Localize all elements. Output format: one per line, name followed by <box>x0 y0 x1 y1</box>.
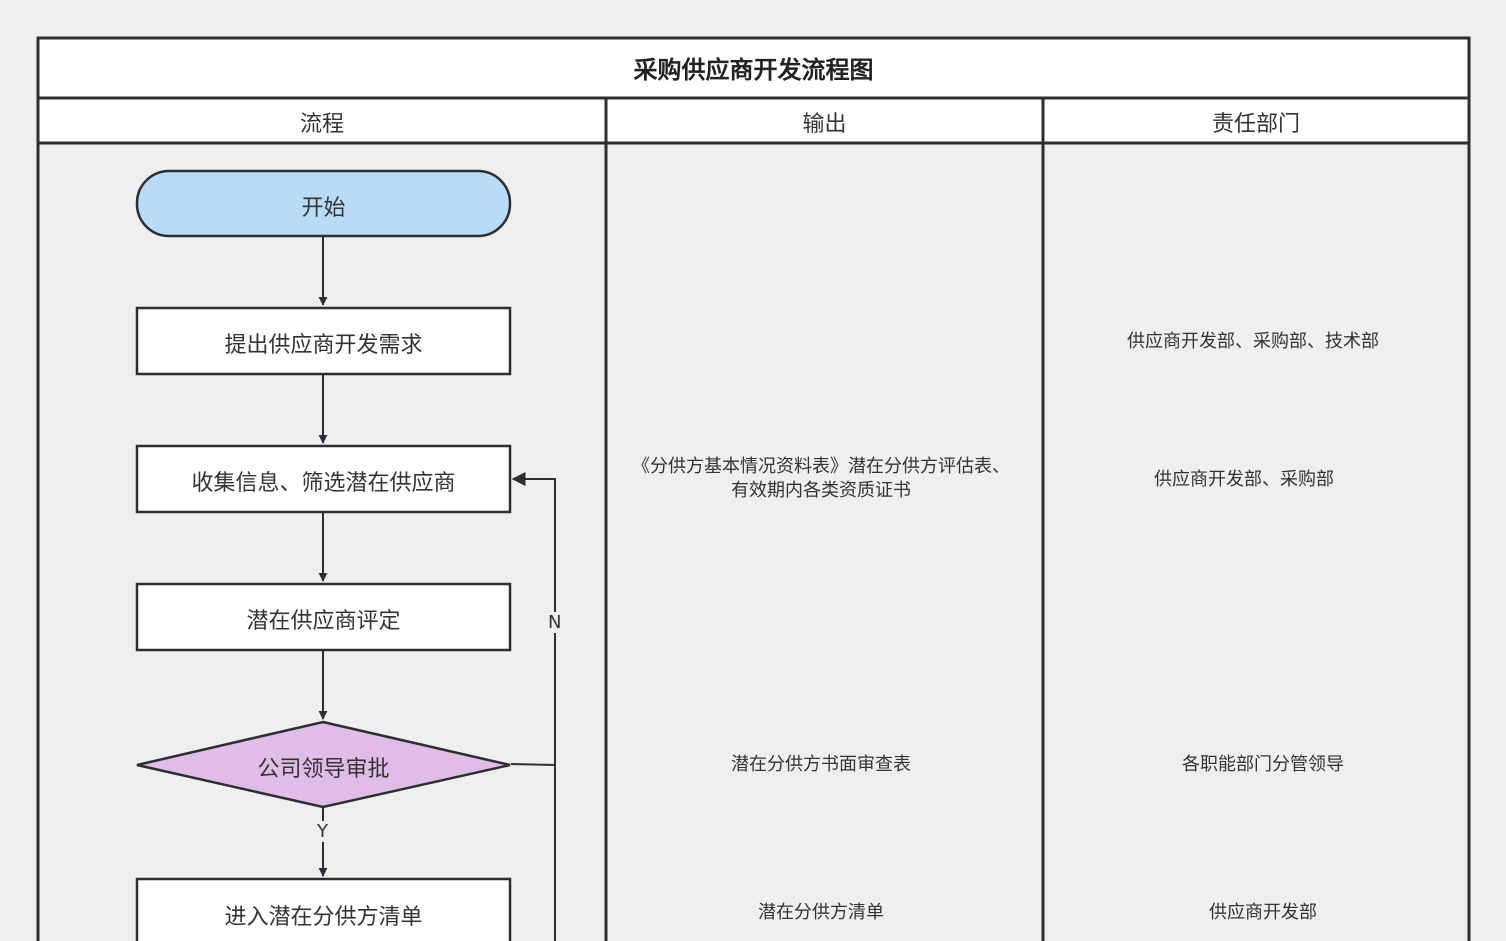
edge-label-no: N <box>547 612 563 633</box>
list-node-label: 进入潜在分供方清单 <box>224 905 423 930</box>
column-header-department: 责任部门 <box>1211 112 1300 137</box>
diagram-title: 采购供应商开发流程图 <box>633 56 874 84</box>
column-header-process: 流程 <box>299 112 344 137</box>
approve-node <box>136 720 511 809</box>
department-collect: 供应商开发部、采购部 <box>1154 469 1334 490</box>
department-list: 供应商开发部 <box>1209 902 1317 923</box>
start-node-label: 开始 <box>301 196 346 221</box>
evaluate-node-label: 潜在供应商评定 <box>246 609 401 634</box>
evaluate-node <box>135 582 512 652</box>
approve-node-label: 公司领导审批 <box>257 757 390 782</box>
collect-node <box>135 444 512 514</box>
department-approve: 各职能部门分管领导 <box>1182 754 1344 775</box>
edge-label-yes: Y <box>316 821 329 842</box>
output-approve: 潜在分供方书面审查表 <box>731 754 911 775</box>
output-collect-line1: 《分供方基本情况资料表》潜在分供方评估表、 <box>632 456 1010 477</box>
output-list: 潜在分供方清单 <box>758 902 884 923</box>
collect-node-label: 收集信息、筛选潜在供应商 <box>191 471 456 496</box>
header-row <box>36 96 1471 145</box>
propose-node <box>135 306 512 376</box>
propose-node-label: 提出供应商开发需求 <box>224 333 423 358</box>
list-node <box>135 877 512 941</box>
output-collect-line2: 有效期内各类资质证书 <box>731 480 911 501</box>
start-node <box>135 169 512 238</box>
department-propose: 供应商开发部、采购部、技术部 <box>1127 331 1379 352</box>
column-header-output: 输出 <box>802 112 847 137</box>
